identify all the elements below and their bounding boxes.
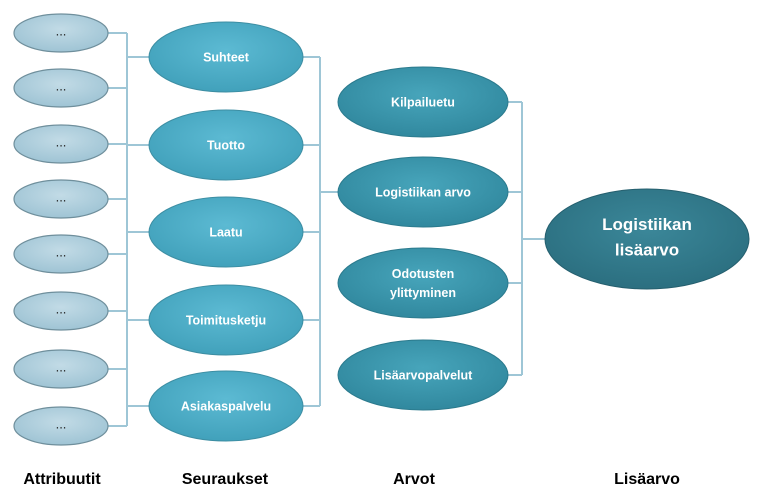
attribute-ellipse bbox=[13, 349, 109, 389]
attribute-node: ... bbox=[13, 68, 109, 108]
attribute-label: ... bbox=[56, 417, 67, 432]
consequence-node: Laatu bbox=[148, 196, 304, 268]
attribute-node: ... bbox=[13, 349, 109, 389]
consequence-label: Suhteet bbox=[203, 50, 250, 64]
consequence-node: Toimitusketju bbox=[148, 284, 304, 356]
attribute-label: ... bbox=[56, 360, 67, 375]
consequence-node: Asiakaspalvelu bbox=[148, 370, 304, 442]
attribute-ellipse bbox=[13, 291, 109, 331]
column-label-attributes: Attribuutit bbox=[23, 471, 101, 488]
value-node: Lisäarvopalvelut bbox=[337, 339, 509, 411]
consequence-label: Toimitusketju bbox=[186, 313, 266, 327]
added-value-label: lisäarvo bbox=[615, 241, 679, 260]
consequences-column: SuhteetTuottoLaatuToimitusketjuAsiakaspa… bbox=[148, 21, 304, 442]
attributes-column: ........................ bbox=[13, 13, 109, 446]
value-label: Lisäarvopalvelut bbox=[374, 368, 473, 382]
consequence-ellipse bbox=[148, 370, 304, 442]
added-value-label: Logistiikan bbox=[602, 215, 692, 234]
attribute-ellipse bbox=[13, 234, 109, 274]
attribute-node: ... bbox=[13, 234, 109, 274]
consequence-label: Asiakaspalvelu bbox=[181, 399, 271, 413]
attribute-label: ... bbox=[56, 79, 67, 94]
value-node: Logistiikan arvo bbox=[337, 156, 509, 228]
added-value-ellipse bbox=[544, 188, 750, 290]
value-ellipse bbox=[337, 156, 509, 228]
attribute-ellipse bbox=[13, 68, 109, 108]
attribute-ellipse bbox=[13, 406, 109, 446]
attribute-label: ... bbox=[56, 190, 67, 205]
consequence-ellipse bbox=[148, 21, 304, 93]
consequence-label: Tuotto bbox=[207, 138, 245, 152]
value-ellipse bbox=[337, 247, 509, 319]
attribute-label: ... bbox=[56, 302, 67, 317]
attribute-label: ... bbox=[56, 135, 67, 150]
attribute-ellipse bbox=[13, 124, 109, 164]
value-ellipse bbox=[337, 339, 509, 411]
value-node: Odotusten ylittyminen bbox=[337, 247, 509, 319]
attribute-label: ... bbox=[56, 245, 67, 260]
attribute-label: ... bbox=[56, 24, 67, 39]
value-ellipse bbox=[337, 66, 509, 138]
added-value-column: Logistiikan lisäarvo bbox=[544, 188, 750, 290]
value-label: Logistiikan arvo bbox=[375, 185, 471, 199]
attribute-node: ... bbox=[13, 406, 109, 446]
attribute-node: ... bbox=[13, 124, 109, 164]
value-label: Kilpailuetu bbox=[391, 95, 455, 109]
consequence-ellipse bbox=[148, 284, 304, 356]
added-value-node: Logistiikan lisäarvo bbox=[544, 188, 750, 290]
connector-lines bbox=[108, 32, 545, 427]
consequence-node: Tuotto bbox=[148, 109, 304, 181]
value-label: ylittyminen bbox=[390, 286, 456, 300]
value-label: Odotusten bbox=[392, 267, 455, 281]
consequence-ellipse bbox=[148, 196, 304, 268]
column-label-added-value: Lisäarvo bbox=[614, 471, 680, 488]
consequence-ellipse bbox=[148, 109, 304, 181]
value-node: Kilpailuetu bbox=[337, 66, 509, 138]
consequence-label: Laatu bbox=[209, 225, 242, 239]
column-label-values: Arvot bbox=[393, 471, 435, 488]
column-label-consequences: Seuraukset bbox=[182, 471, 269, 488]
consequence-node: Suhteet bbox=[148, 21, 304, 93]
attribute-ellipse bbox=[13, 179, 109, 219]
attribute-ellipse bbox=[13, 13, 109, 53]
attribute-node: ... bbox=[13, 179, 109, 219]
attribute-node: ... bbox=[13, 13, 109, 53]
attribute-node: ... bbox=[13, 291, 109, 331]
